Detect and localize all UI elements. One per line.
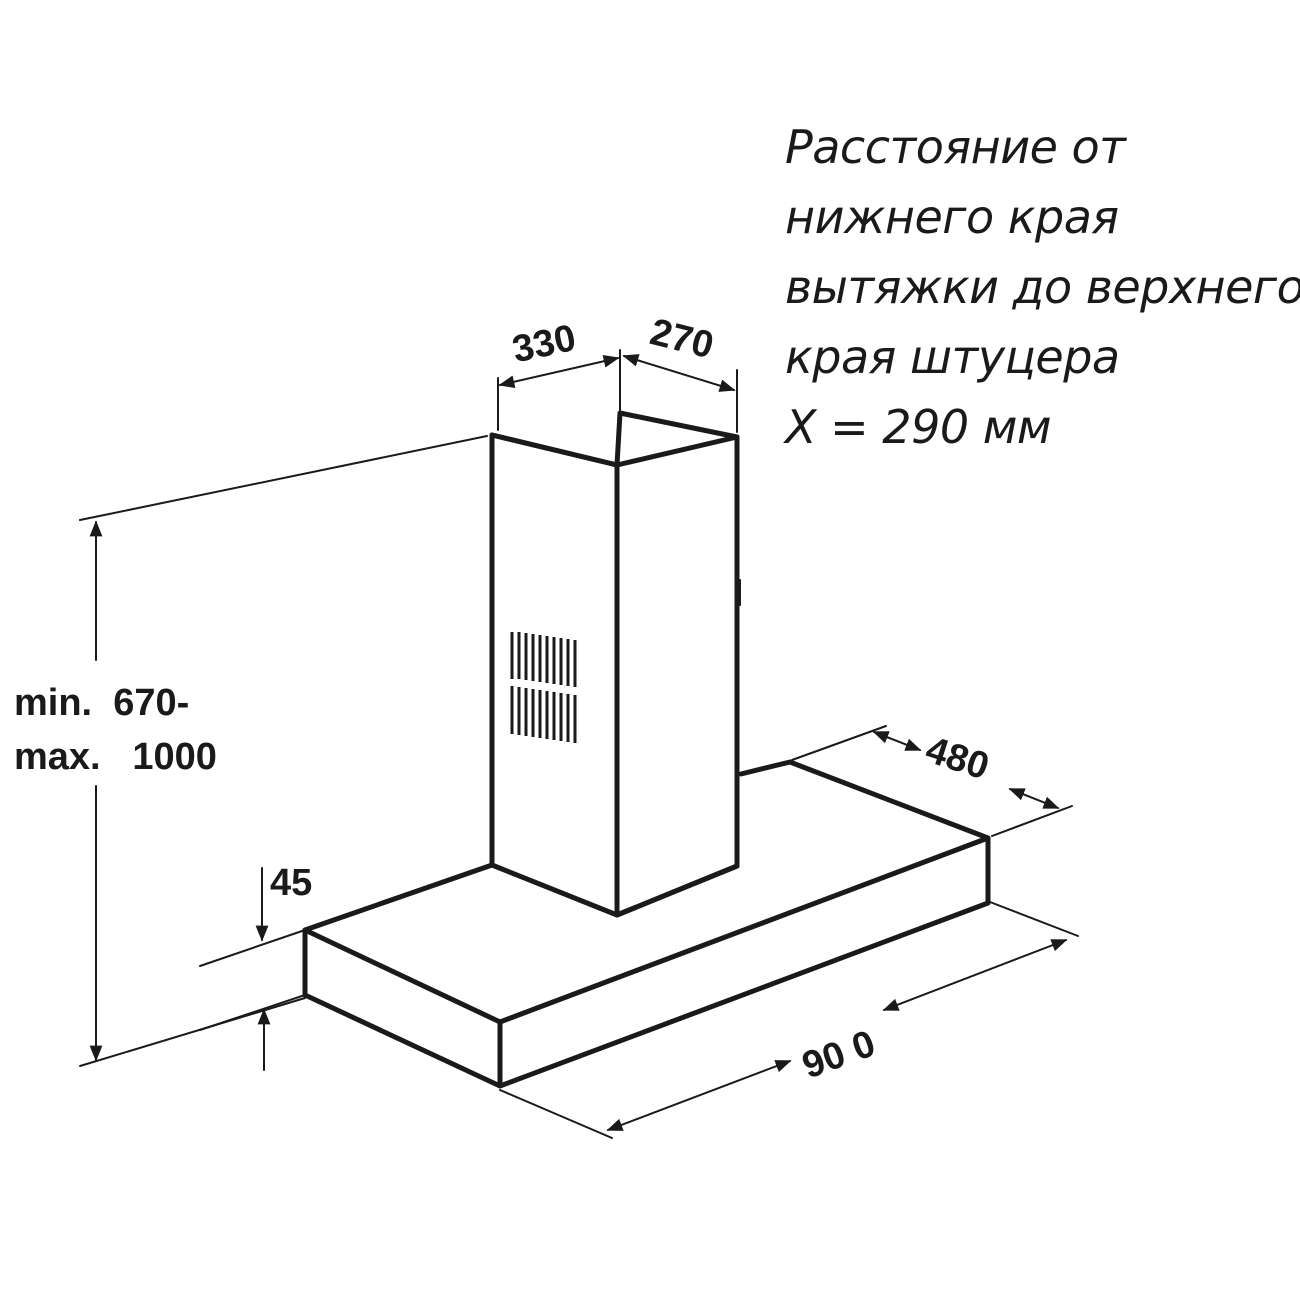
chimney-front-right-face xyxy=(614,434,740,918)
chimney-back-panel xyxy=(614,410,740,468)
dim-installation-height xyxy=(79,435,488,1067)
chimney xyxy=(489,410,741,918)
height-max-prefix: max. xyxy=(14,736,101,778)
label-hood-thickness: 45 xyxy=(270,862,312,904)
hood-right-face xyxy=(497,835,991,1089)
hood-top-face xyxy=(302,759,991,1025)
dim-chimney-depth: 270 xyxy=(622,311,738,433)
chimney-top-edge xyxy=(489,432,740,468)
height-max-value: 1000 xyxy=(132,736,217,778)
note-line-3: вытяжки до верхнего xyxy=(785,260,1300,314)
installation-note: Расстояние от нижнего края вытяжки до ве… xyxy=(785,112,1300,462)
height-min-prefix: min. xyxy=(14,682,93,724)
label-hood-depth: 480 xyxy=(921,729,994,789)
dim-hood-width: 90 0 xyxy=(499,901,1079,1139)
hood-body xyxy=(302,759,991,1089)
note-line-1: Расстояние от xyxy=(785,120,1126,174)
label-chimney-width: 330 xyxy=(509,317,580,371)
dim-hood-thickness: 45 xyxy=(199,862,312,1071)
note-line-4: края штуцера xyxy=(785,330,1120,384)
note-line-5: X = 290 мм xyxy=(785,400,1052,454)
label-chimney-depth: 270 xyxy=(646,311,718,367)
height-range-label: min. 670- max. 1000 xyxy=(14,676,217,784)
dim-chimney-width: 330 xyxy=(497,317,621,431)
chimney-vent-grille xyxy=(510,632,577,743)
hood-front-face xyxy=(302,927,503,1089)
height-min-value: 670- xyxy=(113,682,190,724)
note-line-2: нижнего края xyxy=(785,190,1119,244)
label-hood-width: 90 0 xyxy=(797,1023,881,1088)
